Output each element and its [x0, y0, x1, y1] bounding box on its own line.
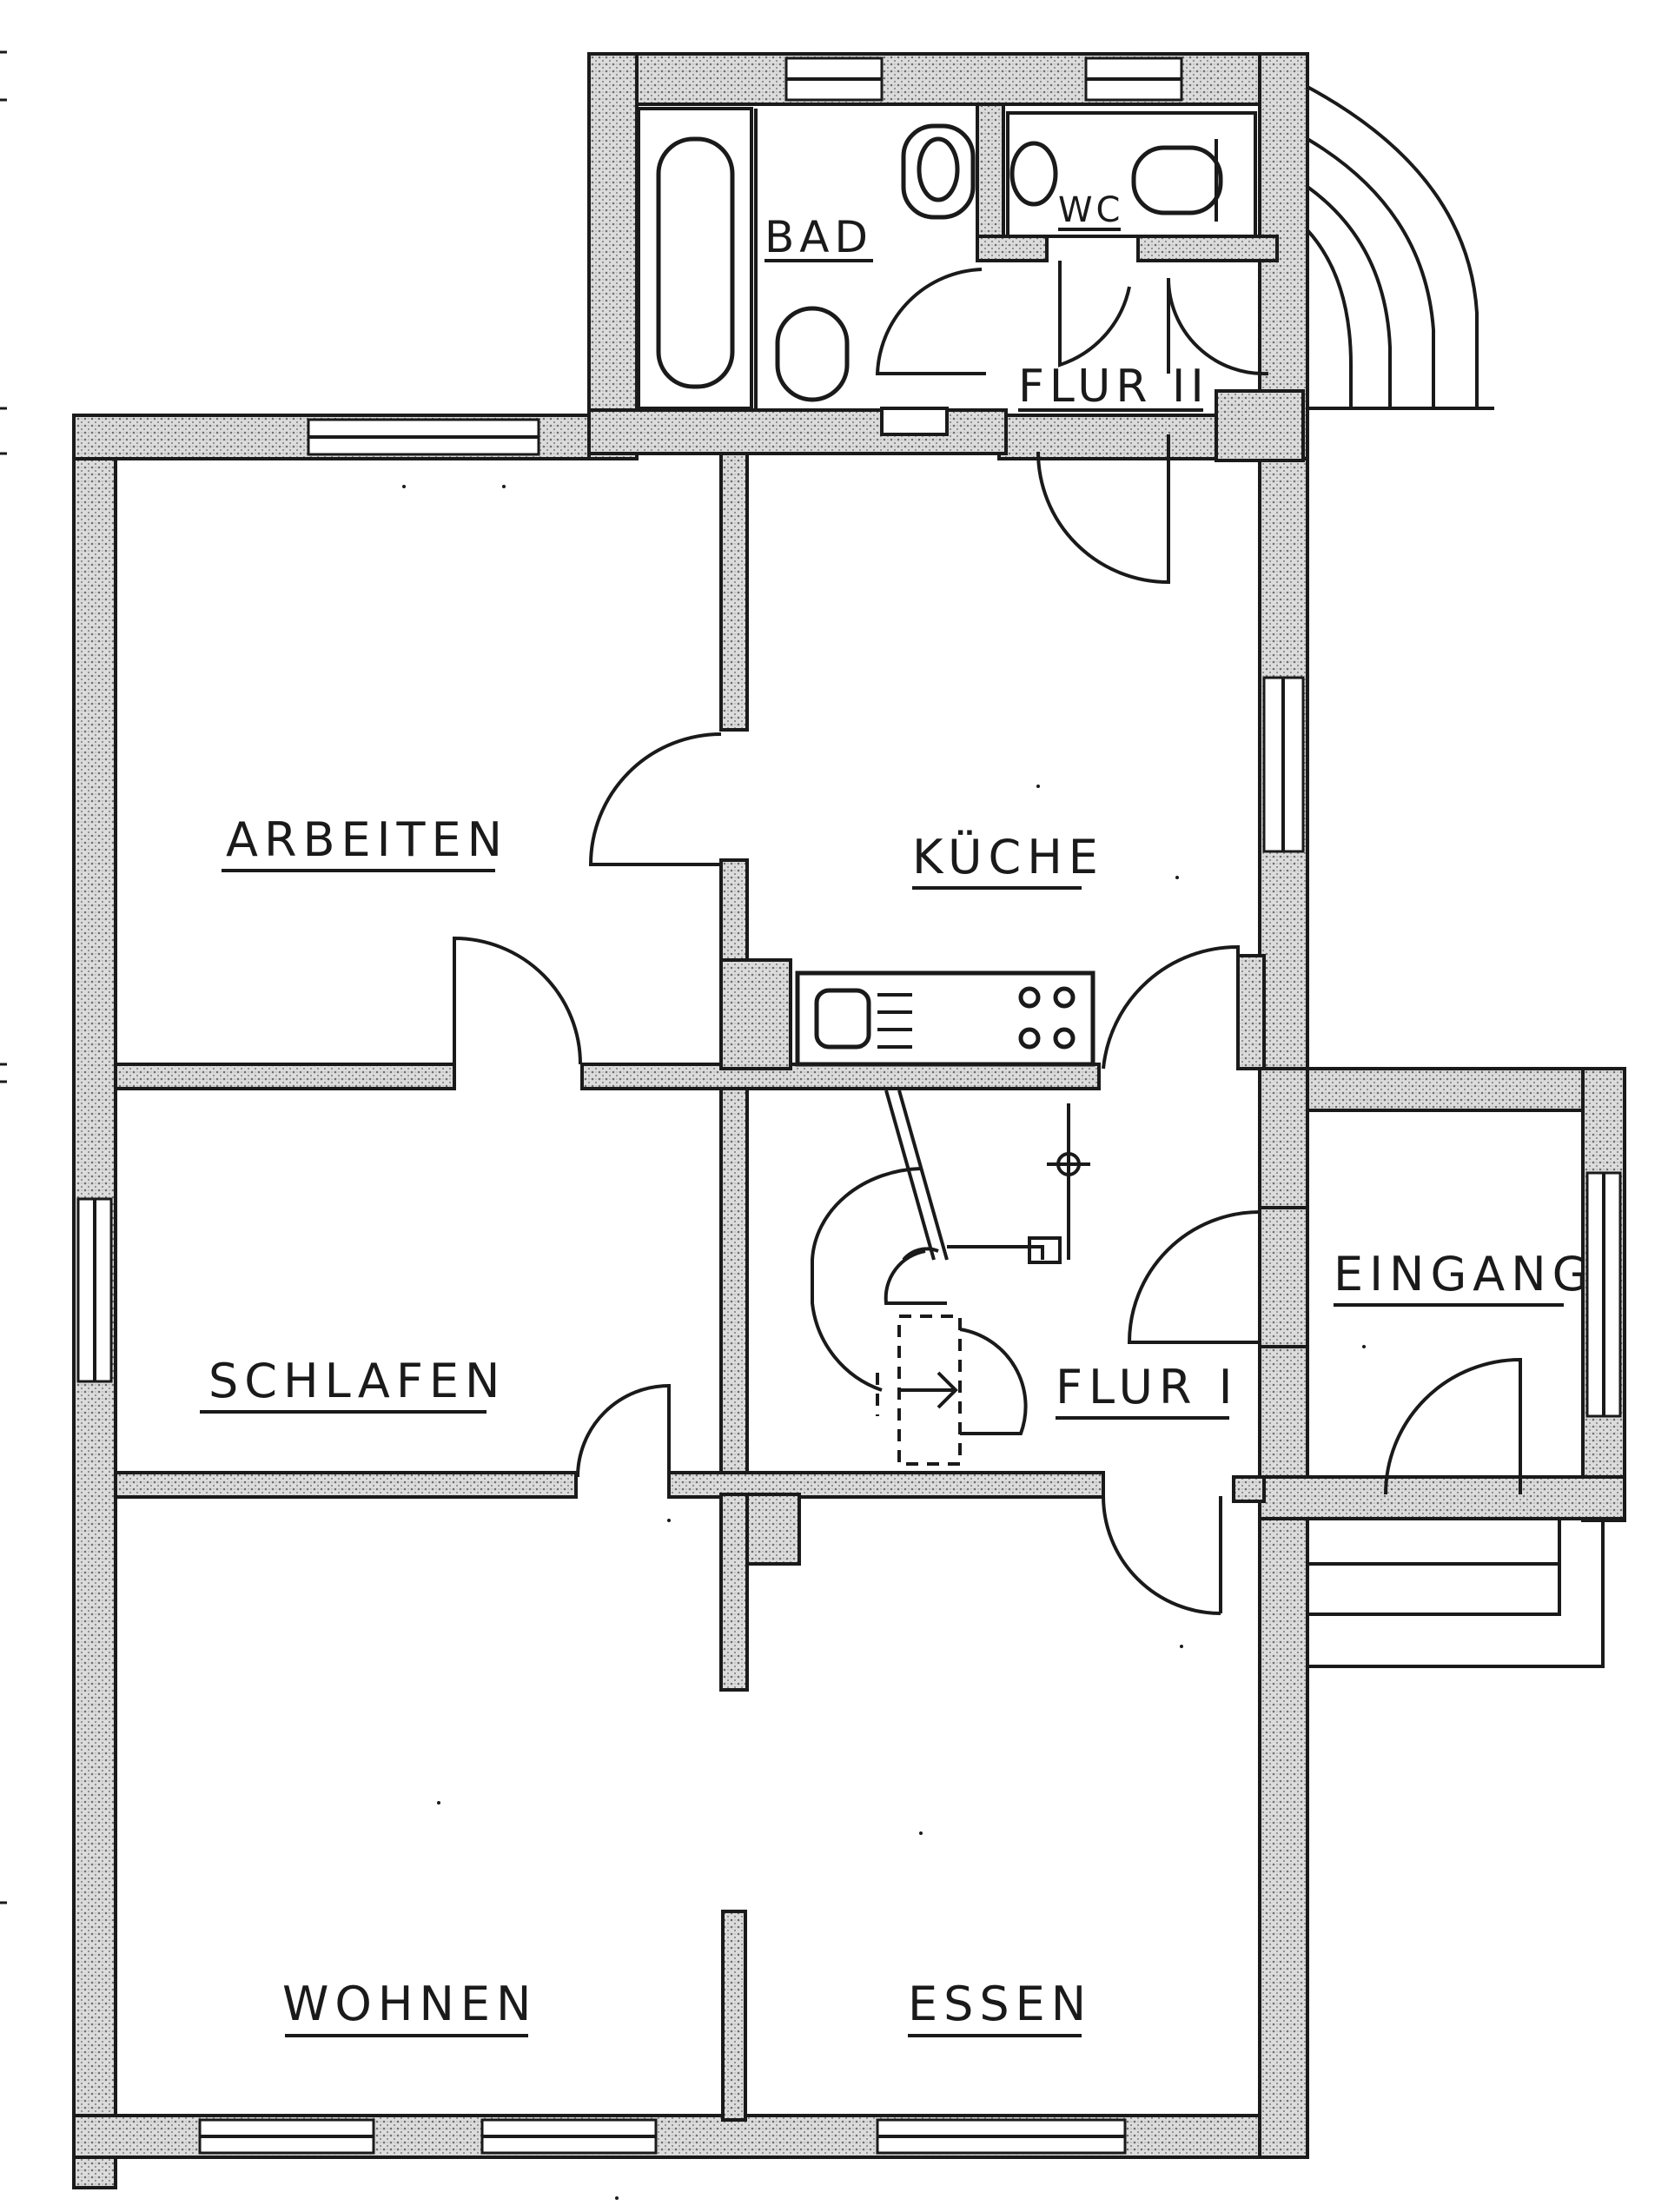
interior-walls	[114, 103, 1309, 2122]
room-label-arbeiten: ARBEITEN	[226, 812, 508, 867]
stove	[795, 970, 1095, 1067]
spiral-stair	[811, 1089, 1090, 1466]
bad-toilet	[775, 306, 850, 402]
room-label-kueche: KÜCHE	[912, 830, 1104, 884]
room-label-wc: WC	[1058, 190, 1123, 230]
room-labels: BAD WC FLUR II ARBEITEN KÜCHE EINGANG SC…	[200, 190, 1594, 2037]
bad-step	[880, 407, 949, 436]
room-label-essen: ESSEN	[908, 1977, 1092, 2031]
room-label-eingang: EINGANG	[1334, 1247, 1594, 1301]
bad-washbasin	[901, 123, 976, 220]
room-label-bad: BAD	[764, 212, 873, 262]
wc-box	[1006, 111, 1257, 238]
room-label-schlafen: SCHLAFEN	[208, 1354, 506, 1408]
margin-ticks	[0, 50, 7, 1904]
specks	[402, 485, 1366, 2200]
room-label-wohnen: WOHNEN	[282, 1977, 537, 2031]
wc-washbasin	[1009, 141, 1058, 207]
doors	[453, 261, 1522, 1615]
wc-toilet	[1131, 139, 1223, 222]
outer-walls	[72, 52, 1626, 2189]
bathtub	[637, 107, 753, 410]
room-label-flur-ii: FLUR II	[1018, 361, 1209, 413]
entrance-steps	[1306, 1517, 1605, 1668]
exterior-stairs	[1306, 85, 1494, 410]
room-label-flur-i: FLUR I	[1056, 1360, 1239, 1414]
windows	[76, 56, 1622, 2155]
